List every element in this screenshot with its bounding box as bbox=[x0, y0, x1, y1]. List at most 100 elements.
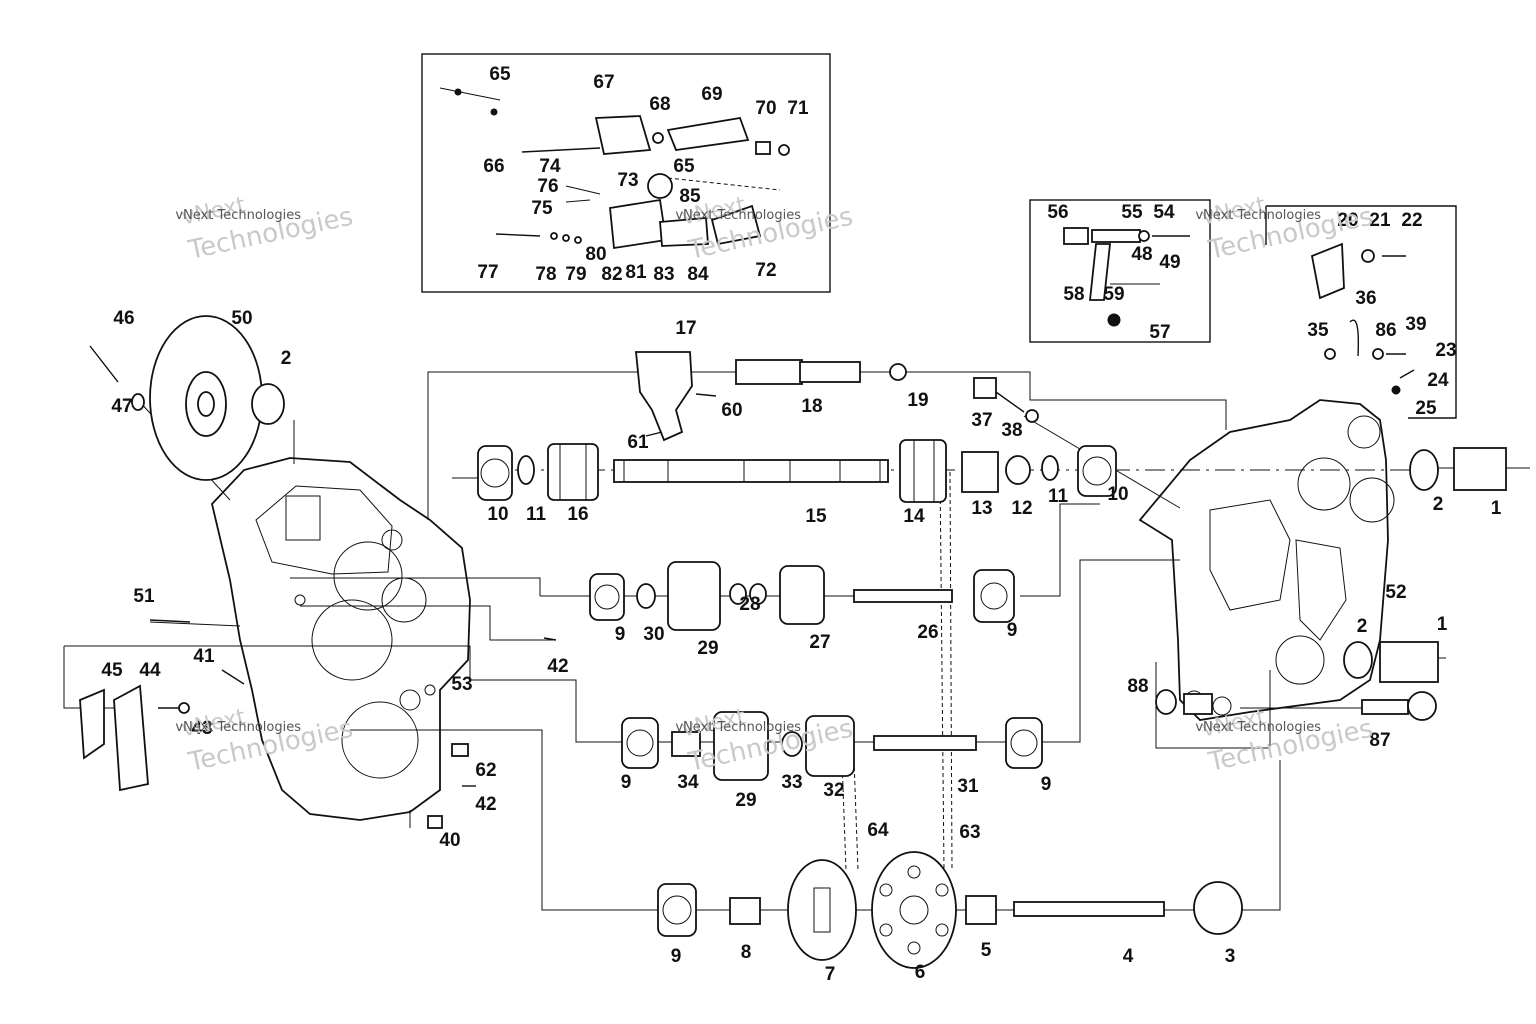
intermediate-shaft-assembly bbox=[621, 689, 1437, 781]
part-label-16: 16 bbox=[567, 504, 588, 525]
part-label-35: 35 bbox=[1307, 320, 1329, 341]
part-label-38: 38 bbox=[1001, 420, 1022, 441]
part-label-65a: 65 bbox=[489, 64, 511, 85]
part-label-2a: 2 bbox=[281, 348, 292, 369]
part-label-42b: 42 bbox=[475, 794, 496, 815]
part-label-60: 60 bbox=[721, 400, 742, 421]
part-label-2c: 2 bbox=[1357, 616, 1368, 637]
part-label-29b: 29 bbox=[735, 790, 756, 811]
part-label-85: 85 bbox=[679, 186, 701, 207]
part-label-46: 46 bbox=[113, 308, 134, 329]
part-label-48: 48 bbox=[1131, 244, 1152, 265]
part-label-15: 15 bbox=[805, 506, 827, 527]
part-label-19: 19 bbox=[907, 390, 928, 411]
output-shaft-assembly bbox=[657, 851, 1243, 969]
part-label-77: 77 bbox=[477, 262, 498, 283]
part-label-25: 25 bbox=[1415, 398, 1437, 419]
part-label-43: 43 bbox=[191, 718, 212, 739]
part-label-83: 83 bbox=[653, 264, 674, 285]
part-label-20: 20 bbox=[1337, 210, 1358, 231]
part-label-86: 86 bbox=[1375, 320, 1396, 341]
part-label-1a: 1 bbox=[1491, 498, 1502, 519]
part-label-28: 28 bbox=[739, 594, 760, 615]
part-label-76: 76 bbox=[537, 176, 558, 197]
part-label-59: 59 bbox=[1103, 284, 1124, 305]
part-label-49: 49 bbox=[1159, 252, 1180, 273]
part-label-74: 74 bbox=[539, 156, 561, 177]
part-label-8: 8 bbox=[741, 942, 752, 963]
part-label-50: 50 bbox=[231, 308, 252, 329]
part-label-13: 13 bbox=[971, 498, 992, 519]
part-label-62: 62 bbox=[475, 760, 496, 781]
shift-linkage-inset bbox=[421, 53, 831, 293]
part-label-31: 31 bbox=[957, 776, 979, 797]
part-label-1b: 1 bbox=[1437, 614, 1448, 635]
lever-inset bbox=[1265, 205, 1457, 419]
part-label-17: 17 bbox=[675, 318, 696, 339]
part-label-75: 75 bbox=[531, 198, 553, 219]
part-label-69: 69 bbox=[701, 84, 722, 105]
part-label-66: 66 bbox=[483, 156, 504, 177]
countershaft-assembly bbox=[589, 561, 1439, 683]
part-label-5: 5 bbox=[981, 940, 992, 961]
part-label-22: 22 bbox=[1401, 210, 1422, 231]
part-label-9b: 9 bbox=[1007, 620, 1018, 641]
part-label-61: 61 bbox=[627, 432, 649, 453]
part-label-51: 51 bbox=[133, 586, 155, 607]
part-label-33: 33 bbox=[781, 772, 802, 793]
part-label-87: 87 bbox=[1369, 730, 1390, 751]
part-label-34: 34 bbox=[677, 772, 699, 793]
part-label-36: 36 bbox=[1355, 288, 1376, 309]
part-label-9c: 9 bbox=[621, 772, 632, 793]
part-label-88: 88 bbox=[1127, 676, 1148, 697]
part-label-11b: 11 bbox=[1048, 486, 1069, 507]
part-label-65b: 65 bbox=[673, 156, 695, 177]
left-brackets bbox=[79, 619, 557, 829]
part-label-3: 3 bbox=[1225, 946, 1236, 967]
part-label-9d: 9 bbox=[1041, 774, 1052, 795]
part-label-2b: 2 bbox=[1433, 494, 1444, 515]
part-label-32: 32 bbox=[823, 780, 844, 801]
part-label-9a: 9 bbox=[615, 624, 626, 645]
part-label-14: 14 bbox=[903, 506, 925, 527]
part-label-30: 30 bbox=[643, 624, 664, 645]
part-label-64: 64 bbox=[867, 820, 889, 841]
part-label-37: 37 bbox=[971, 410, 992, 431]
left-transmission-case bbox=[211, 457, 471, 821]
pivot-linkage-inset bbox=[1029, 199, 1211, 343]
right-transmission-case bbox=[1138, 399, 1395, 721]
part-label-42a: 42 bbox=[547, 656, 568, 677]
part-label-6: 6 bbox=[915, 962, 926, 983]
part-label-63: 63 bbox=[959, 822, 980, 843]
part-label-40: 40 bbox=[439, 830, 460, 851]
part-label-78: 78 bbox=[535, 264, 556, 285]
part-label-56: 56 bbox=[1047, 202, 1068, 223]
part-label-24: 24 bbox=[1427, 370, 1449, 391]
part-label-45: 45 bbox=[101, 660, 123, 681]
part-label-82: 82 bbox=[601, 264, 622, 285]
part-label-10a: 10 bbox=[487, 504, 508, 525]
part-label-70: 70 bbox=[755, 98, 776, 119]
part-label-18: 18 bbox=[801, 396, 822, 417]
part-label-27: 27 bbox=[809, 632, 830, 653]
part-label-23: 23 bbox=[1435, 340, 1456, 361]
part-label-4: 4 bbox=[1123, 946, 1134, 967]
part-label-39: 39 bbox=[1405, 314, 1426, 335]
part-label-68: 68 bbox=[649, 94, 670, 115]
part-label-44: 44 bbox=[139, 660, 161, 681]
part-label-47: 47 bbox=[111, 396, 132, 417]
part-label-84: 84 bbox=[687, 264, 709, 285]
part-label-81: 81 bbox=[625, 262, 647, 283]
input-shaft-assembly bbox=[477, 439, 1507, 503]
part-label-72: 72 bbox=[755, 260, 776, 281]
part-label-55: 55 bbox=[1121, 202, 1143, 223]
part-label-52: 52 bbox=[1385, 582, 1406, 603]
part-label-7: 7 bbox=[825, 964, 836, 985]
part-label-54: 54 bbox=[1153, 202, 1175, 223]
part-label-11a: 11 bbox=[526, 504, 547, 525]
part-label-21: 21 bbox=[1369, 210, 1391, 231]
part-label-29a: 29 bbox=[697, 638, 718, 659]
brake-disc bbox=[89, 315, 285, 481]
shift-fork-assembly bbox=[635, 351, 1039, 442]
